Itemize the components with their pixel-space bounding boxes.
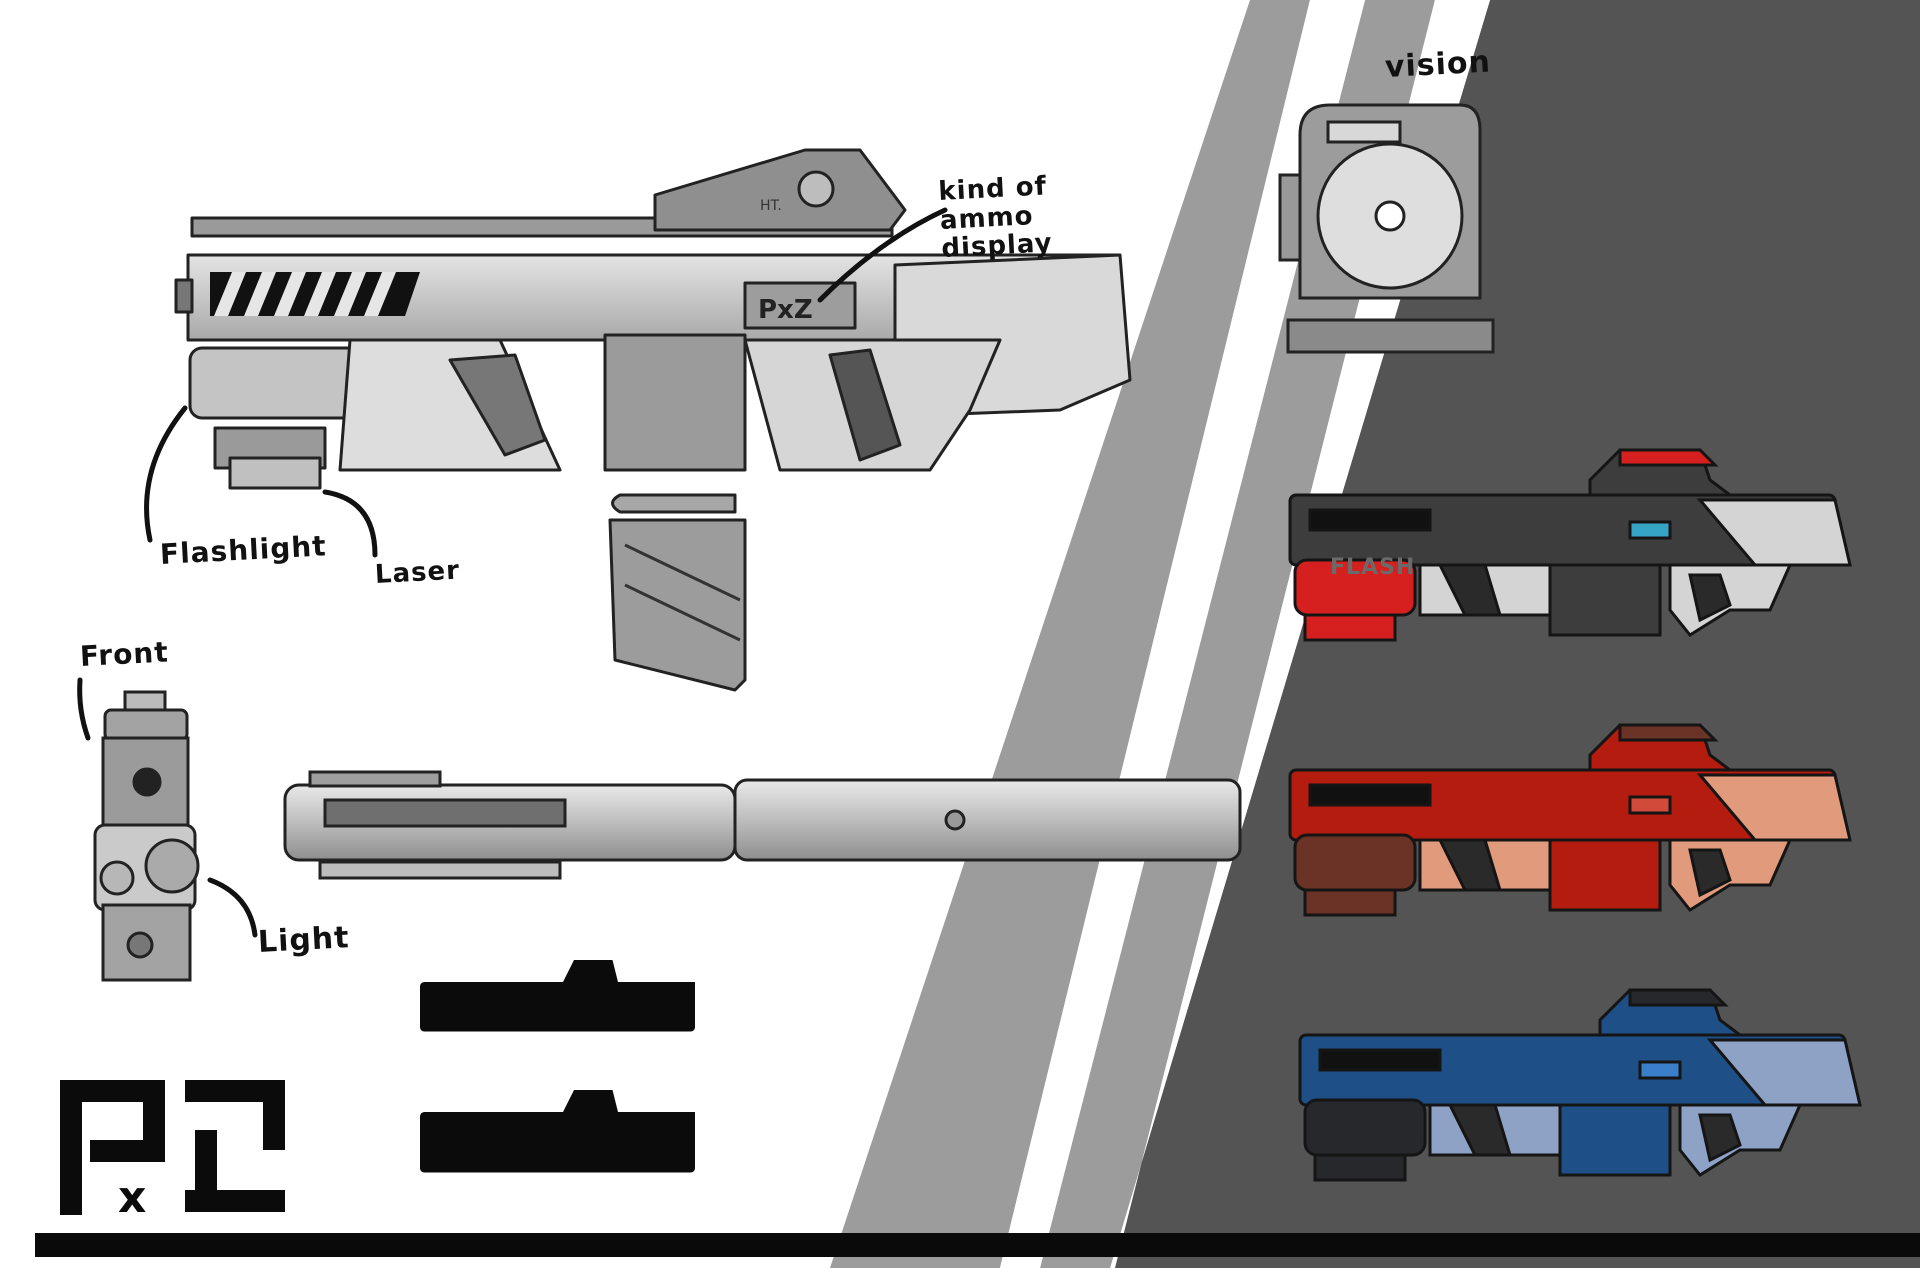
flashlight-arrow — [144, 405, 188, 543]
optic-maker-mark: HT. — [760, 198, 782, 214]
variant-grey-red — [1288, 448, 1852, 642]
background-stripe-dark — [1110, 0, 1920, 1268]
optic-sight — [653, 148, 907, 232]
barrel-top-rail — [308, 770, 442, 788]
front-muzzle-hole — [132, 767, 162, 797]
flash-marking: FLASH — [1330, 555, 1416, 580]
annotation-laser: Laser — [374, 555, 461, 590]
variant-blue-body — [1298, 988, 1862, 1182]
rear-grip — [828, 348, 902, 462]
main-gun-side-view: PxZ HT. — [174, 148, 1132, 692]
flashlight-rail-clip — [228, 456, 322, 490]
annotation-front: Front — [79, 635, 170, 673]
barrel-vent-strip — [323, 798, 567, 828]
magazine — [608, 518, 747, 692]
annotation-ammo-display: kind of ammo display — [937, 171, 1054, 265]
optic-vision-top-window — [1326, 120, 1402, 144]
ammo-display-panel — [743, 281, 857, 330]
optic-vision-view — [1278, 103, 1495, 354]
barrel-top-view — [283, 770, 1242, 880]
annotation-arrows — [77, 207, 948, 938]
background-stripe-white — [1000, 0, 1365, 1268]
logo-x-mark: x — [118, 1172, 146, 1223]
background-stripe-light — [830, 0, 1310, 1268]
pxz-logo: x — [60, 1080, 285, 1223]
light-arrow — [207, 877, 258, 938]
ammo-display-arrow — [817, 207, 948, 303]
muzzle — [174, 278, 194, 314]
front-arrow — [77, 677, 91, 741]
background-stripe-mid — [1040, 0, 1435, 1268]
bullet — [611, 493, 737, 514]
silhouette-1 — [420, 960, 695, 1032]
front-lower-knob — [126, 931, 154, 959]
vent-slot-highlights — [214, 272, 396, 316]
optic-vision-base — [1286, 318, 1495, 354]
magazine-well — [603, 333, 747, 472]
front-laser-lens — [99, 860, 135, 896]
laser-arrow — [322, 489, 378, 558]
baseline-bar — [35, 1233, 1920, 1257]
barrel-tube — [733, 778, 1242, 862]
variant-red-copper — [1288, 723, 1852, 917]
variant-grey-red-body — [1288, 448, 1852, 642]
receiver-logo: PxZ — [758, 295, 813, 325]
barrel-pin — [944, 809, 966, 831]
variant-red-copper-body — [1288, 723, 1852, 917]
background-stripe-white-2 — [1110, 0, 1490, 1268]
front-sight-block — [103, 708, 189, 742]
barrel-under-rail — [318, 860, 562, 880]
variant-blue — [1298, 988, 1862, 1182]
front-light-lens — [144, 838, 200, 894]
front-lower-body — [101, 903, 192, 982]
gun-front-view — [93, 690, 200, 982]
optic-knob — [797, 170, 835, 208]
annotation-light: Light — [257, 920, 351, 960]
optic-vision-reticle — [1374, 200, 1406, 232]
fore-grip — [448, 353, 547, 457]
annotation-vision: vision — [1384, 44, 1492, 85]
silhouette-2 — [420, 1090, 695, 1173]
magazine-stripes — [624, 543, 741, 642]
